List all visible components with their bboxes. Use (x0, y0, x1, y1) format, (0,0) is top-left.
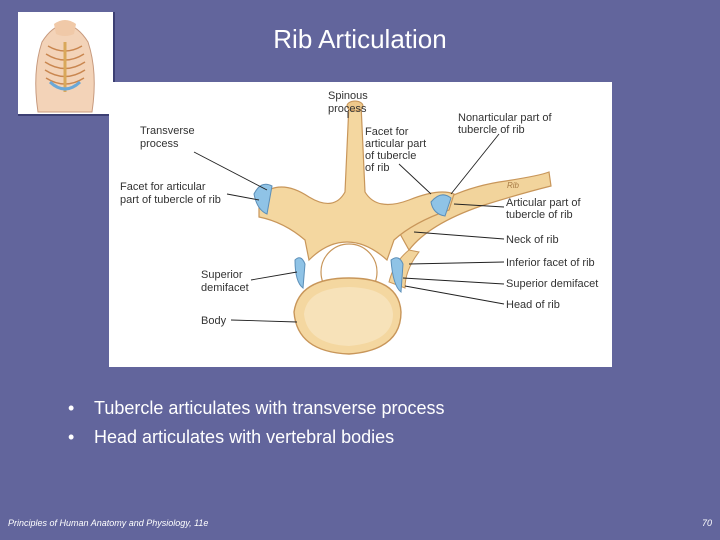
label-body: Body (201, 315, 227, 327)
transverse-facet-right (430, 194, 452, 217)
transverse-facet-left (253, 183, 273, 215)
label-transverse-process: Transverse (140, 125, 195, 137)
svg-text:tubercle of rib: tubercle of rib (458, 124, 525, 136)
bullet-symbol: • (68, 427, 75, 447)
svg-text:process: process (328, 103, 367, 115)
label-rib-tag: Rib (507, 181, 520, 190)
bullet-text: Head articulates with vertebral bodies (94, 427, 395, 447)
bullet-list: • Tubercle articulates with transverse p… (66, 394, 444, 452)
label-nonarticular-part: Nonarticular part of (458, 112, 552, 124)
thoracic-cage-thumbnail (18, 12, 115, 116)
svg-text:articular part: articular part (365, 138, 426, 150)
torso-illustration (18, 12, 113, 114)
svg-text:tubercle of rib: tubercle of rib (506, 209, 573, 221)
svg-text:process: process (140, 138, 179, 150)
label-superior-demifacet-left: Superior (201, 269, 243, 281)
bullet-symbol: • (68, 398, 75, 418)
rib-articulation-figure: Spinous process Transverse process Facet… (109, 82, 612, 367)
label-head-of-rib: Head of rib (506, 299, 560, 311)
svg-text:part of tubercle of rib: part of tubercle of rib (120, 194, 221, 206)
rib-shape (398, 171, 552, 252)
slide-title: Rib Articulation (273, 24, 447, 54)
bullet-item: • Head articulates with vertebral bodies (66, 423, 444, 452)
label-facet-for-articular: Facet for articular (120, 181, 206, 193)
demifacet-right (390, 257, 404, 293)
footer-textbook-title: Principles of Human Anatomy and Physiolo… (8, 518, 209, 528)
vertebral-arch (258, 103, 455, 262)
bullet-text: Tubercle articulates with transverse pro… (94, 398, 445, 418)
label-articular-part: Articular part of (506, 197, 582, 209)
svg-text:demifacet: demifacet (201, 282, 249, 294)
label-neck-of-rib: Neck of rib (506, 234, 559, 246)
vertebra-rib-diagram: Spinous process Transverse process Facet… (109, 82, 612, 367)
page-number: 70 (701, 518, 712, 528)
svg-text:of tubercle: of tubercle (365, 150, 416, 162)
label-superior-demifacet-right: Superior demifacet (506, 278, 598, 290)
label-spinous-process: Spinous (328, 90, 368, 102)
svg-text:of rib: of rib (365, 162, 389, 174)
label-facet-articular-part: Facet for (365, 126, 409, 138)
label-inferior-facet: Inferior facet of rib (506, 257, 595, 269)
bullet-item: • Tubercle articulates with transverse p… (66, 394, 444, 423)
